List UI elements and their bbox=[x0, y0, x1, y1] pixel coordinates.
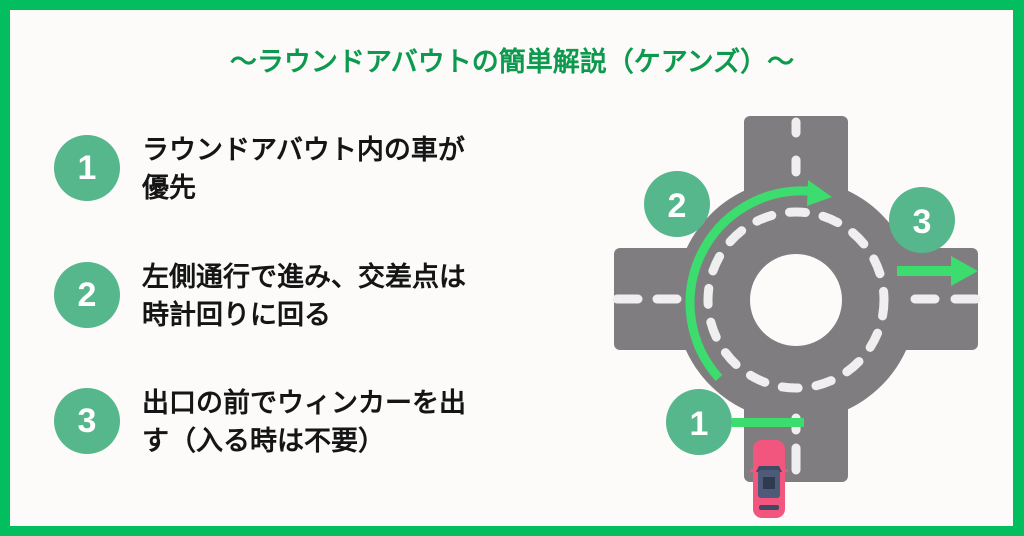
step-description: ラウンドアバウト内の車が 優先 bbox=[142, 132, 562, 208]
lane-marking-ring bbox=[703, 207, 889, 393]
step-text-line: 時計回りに回る bbox=[142, 300, 331, 331]
central-island bbox=[750, 254, 842, 346]
svg-text:1: 1 bbox=[690, 405, 709, 443]
car-icon bbox=[750, 440, 788, 518]
step-number-badge: 2 bbox=[54, 262, 120, 328]
step-description: 左側通行で進み、交差点は 時計回りに回る bbox=[142, 259, 562, 335]
step-number-badge: 3 bbox=[54, 388, 120, 454]
stop-line bbox=[732, 418, 804, 427]
exit-arrowhead-icon bbox=[951, 256, 978, 286]
arrowhead-icon bbox=[807, 180, 832, 206]
circulation-arrow-icon bbox=[685, 186, 809, 382]
step-text-line: 優先 bbox=[142, 173, 196, 204]
step-description: 出口の前でウィンカーを出 す（入る時は不要） bbox=[142, 385, 562, 461]
step-3: 3 出口の前でウィンカーを出 す（入る時は不要） bbox=[54, 388, 554, 458]
diagram-badge-3: 3 bbox=[889, 187, 955, 253]
step-text-line: 左側通行で進み、交差点は bbox=[142, 262, 466, 293]
diagram-badge-2: 2 bbox=[644, 171, 710, 237]
step-text-line: 出口の前でウィンカーを出 bbox=[142, 388, 466, 419]
step-1: 1 ラウンドアバウト内の車が 優先 bbox=[54, 135, 554, 205]
svg-text:2: 2 bbox=[668, 187, 687, 225]
step-text-line: す（入る時は不要） bbox=[142, 426, 385, 457]
step-2: 2 左側通行で進み、交差点は 時計回りに回る bbox=[54, 262, 554, 332]
exit-arrow-shaft bbox=[897, 266, 953, 276]
page-title: 〜ラウンドアバウトの簡単解説（ケアンズ）〜 bbox=[229, 47, 795, 78]
svg-text:3: 3 bbox=[913, 203, 932, 241]
step-number-badge: 1 bbox=[54, 135, 120, 201]
step-text-line: ラウンドアバウト内の車が bbox=[142, 135, 465, 166]
diagram-badge-1: 1 bbox=[666, 389, 732, 455]
